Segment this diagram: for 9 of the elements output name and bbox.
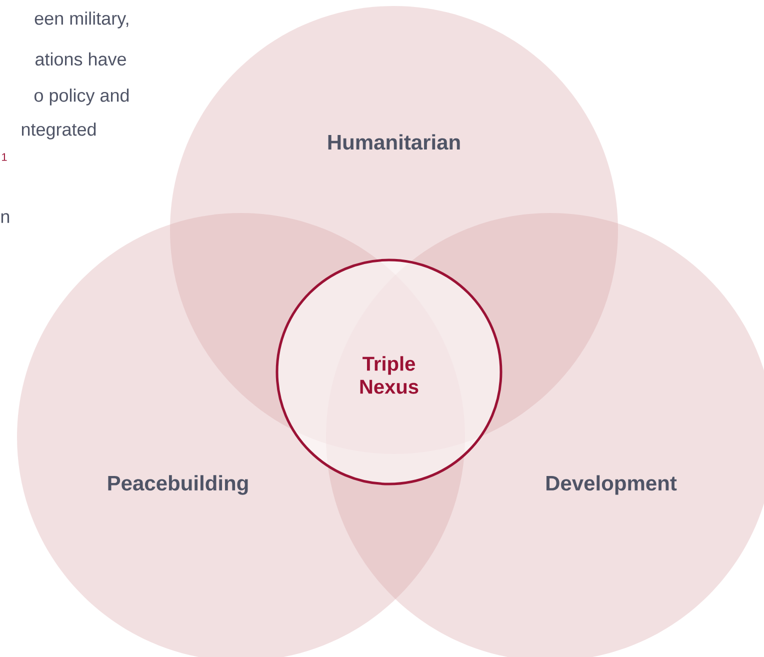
footnote-mark: 1	[2, 153, 7, 161]
text-fragment: ations have	[36, 52, 126, 66]
circle-label: Development	[546, 475, 677, 495]
circle-label: Peacebuilding	[108, 475, 248, 495]
text-fragment: ntegrated	[22, 122, 96, 140]
text-fragment: o policy and	[34, 88, 129, 106]
text-fragment: een military,	[34, 12, 128, 28]
circle-label: Humanitarian	[328, 134, 460, 150]
circle-label: Triple Nexus	[360, 356, 418, 394]
